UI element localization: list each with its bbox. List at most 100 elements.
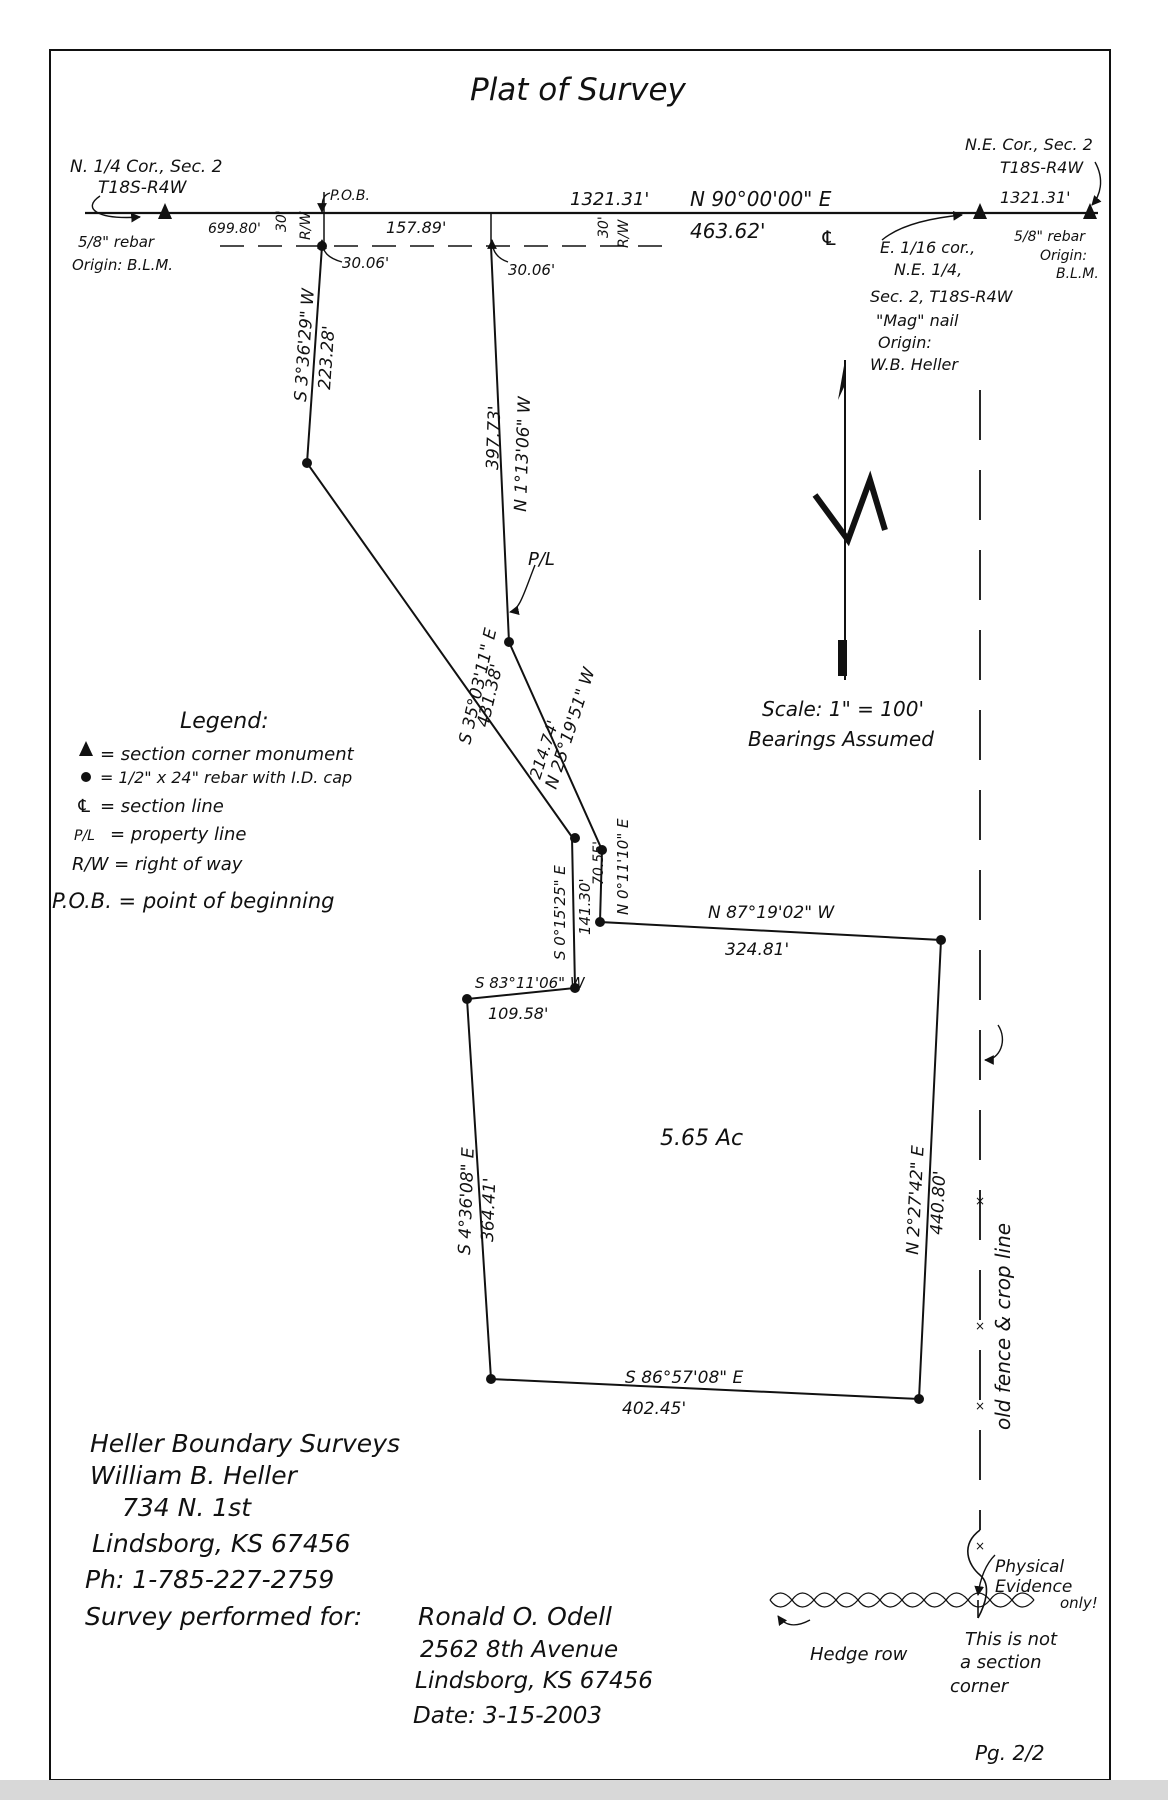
nw-corner-line3: 5/8" rebar [78, 233, 155, 251]
north-arrow-letter [812, 470, 888, 547]
surveyor-line3: 734 N. 1st [122, 1493, 252, 1522]
pob-label: P.O.B. [330, 188, 370, 204]
fence-x-4: × [975, 1539, 985, 1553]
scale-line1: Scale: 1" = 100' [762, 697, 924, 721]
course11-distance: 397.73' [483, 405, 505, 470]
hedge-row [769, 1592, 1035, 1608]
dist-157: 157.89' [386, 218, 446, 237]
legend-item-3: = section line [100, 796, 224, 817]
section-line-symbol: ℄ [820, 226, 838, 250]
leader-ne [1091, 161, 1102, 206]
physical-line2: Evidence [995, 1577, 1072, 1597]
dist-699: 699.80' [208, 221, 261, 237]
scan-edge [0, 1780, 1168, 1800]
leader-fence [984, 1024, 1003, 1065]
course5-bearing: S 4°36'08" E [455, 1147, 479, 1255]
client-line2: 2562 8th Avenue [420, 1637, 618, 1663]
ne-corner-line4: 5/8" rebar [1014, 229, 1086, 245]
course4-bearing: S 83°11'06" W [475, 974, 586, 992]
page-title: Plat of Survey [470, 72, 687, 108]
physical-line3: only! [1060, 1594, 1098, 1612]
e16-corner-line1: E. 1/16 cor., [880, 238, 975, 257]
legend-rebar-symbol [81, 772, 91, 782]
nw-corner-line2: T18S-R4W [98, 178, 188, 198]
course3-distance: 141.30' [576, 878, 594, 935]
physical-line1: Physical [995, 1557, 1064, 1577]
offset-b: 30.06' [508, 261, 555, 279]
dist-463: 463.62' [690, 219, 765, 243]
course9-bearing: N 0°11'10" E [614, 818, 632, 915]
course11-bearing: N 1°13'06" W [511, 395, 535, 512]
fence-label: old fence & crop line [991, 1223, 1015, 1430]
monument-nw [158, 203, 172, 219]
leader-physical [974, 1554, 996, 1596]
client-line1: Ronald O. Odell [418, 1602, 612, 1631]
client-line3: Lindsborg, KS 67456 [415, 1668, 653, 1694]
north-arrow-head [838, 360, 845, 400]
e16-corner-line5: Origin: [878, 333, 932, 352]
not-corner-line2: a section [960, 1652, 1042, 1673]
not-corner-line3: corner [950, 1676, 1010, 1697]
fence-x-3: × [975, 1399, 985, 1413]
legend-pl-symbol: P/L [74, 828, 95, 844]
e16-corner-line3: Sec. 2, T18S-R4W [870, 287, 1014, 306]
hedge-row-label: Hedge row [810, 1644, 908, 1665]
course8-distance: 324.81' [725, 940, 789, 960]
surveyor-line2: William B. Heller [90, 1461, 299, 1490]
surveyor-line1: Heller Boundary Surveys [90, 1429, 400, 1458]
course1-distance: 223.28' [315, 325, 339, 390]
nw-corner-line4: Origin: B.L.M. [72, 256, 173, 274]
course9-distance: 70.55' [591, 841, 607, 885]
ne-corner-line2: T18S-R4W [1000, 158, 1084, 177]
page-number: Pg. 2/2 [975, 1741, 1045, 1765]
ne-corner-line5: Origin: [1040, 248, 1087, 264]
nw-corner-line1: N. 1/4 Cor., Sec. 2 [70, 157, 222, 177]
fence-x-1: × [975, 1194, 985, 1208]
legend-item-5: R/W = right of way [72, 854, 243, 875]
course3-bearing: S 0°15'25" E [551, 865, 569, 960]
client-label: Survey performed for: [85, 1602, 362, 1631]
client-line4: Date: 3-15-2003 [413, 1703, 602, 1729]
e16-corner-line2: N.E. 1/4, [894, 260, 962, 279]
course7-bearing: N 2°27'42" E [903, 1145, 929, 1255]
property-line-marker: P/L [528, 549, 555, 570]
course4-distance: 109.58' [488, 1004, 548, 1023]
legend-item-1: = section corner monument [100, 744, 355, 765]
legend-item-2: = 1/2" x 24" rebar with I.D. cap [100, 768, 352, 787]
e16-corner-line6: W.B. Heller [870, 355, 959, 374]
leader-pl [509, 564, 536, 616]
legend-title: Legend: [180, 709, 269, 734]
not-corner-line1: This is not [965, 1629, 1058, 1650]
rebar-points [81, 241, 946, 1404]
e16-corner-line4: "Mag" nail [876, 311, 959, 330]
monument-e16 [973, 203, 987, 219]
rw-30a: 30' [274, 210, 290, 232]
ne-corner-line6: B.L.M. [1056, 266, 1099, 282]
course6-distance: 402.45' [622, 1399, 686, 1419]
rw-30a-label: R/W [298, 211, 314, 240]
leader-pob [317, 192, 331, 213]
legend-item-6: P.O.B. = point of beginning [52, 889, 335, 913]
scale-line2: Bearings Assumed [748, 727, 934, 751]
area-label: 5.65 Ac [660, 1126, 743, 1151]
top-bearing: N 90°00'00" E [690, 187, 832, 211]
monument-ne [1083, 203, 1097, 219]
fence-x-2: × [975, 1319, 985, 1333]
legend-monument-symbol [79, 741, 93, 756]
rw-30b: 30' [596, 216, 612, 238]
course5-distance: 364.41' [478, 1177, 500, 1242]
north-arrow-tail [838, 640, 847, 676]
dist-1321: 1321.31' [570, 189, 649, 210]
leader-hedge [777, 1615, 811, 1627]
leader-nw [91, 195, 141, 223]
rw-30b-label: R/W [616, 219, 632, 248]
ne-corner-line3: 1321.31' [1000, 188, 1071, 207]
ne-corner-line1: N.E. Cor., Sec. 2 [965, 135, 1093, 154]
legend-section-symbol: ℄ [76, 796, 92, 817]
offset-a: 30.06' [342, 254, 389, 272]
boundary-west-strip [305, 245, 943, 1401]
surveyor-line5: Ph: 1-785-227-2759 [85, 1565, 334, 1594]
legend-item-4: = property line [110, 824, 246, 845]
course7-distance: 440.80' [927, 1170, 950, 1235]
